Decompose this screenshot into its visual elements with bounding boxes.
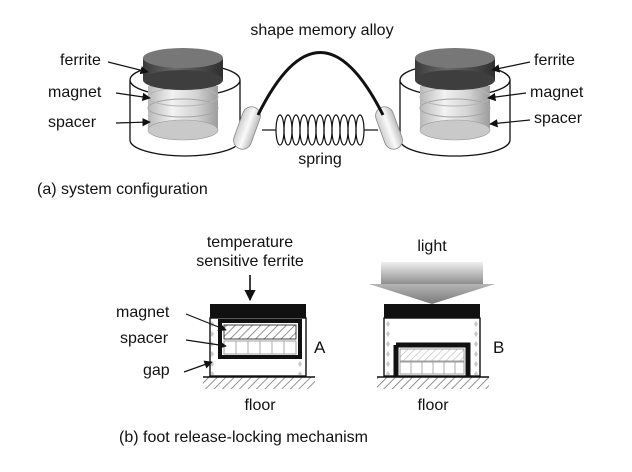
leader-lines-bottom-left (183, 313, 227, 373)
ferrite-label-right: ferrite (534, 52, 575, 69)
right-roller (375, 106, 403, 150)
caption-a: (a) system configuration (37, 181, 208, 198)
state-b-mechanism (377, 304, 489, 389)
right-foot-unit (375, 48, 511, 157)
light-arrow (369, 262, 495, 304)
leader-lines-top-right (487, 61, 531, 128)
light-label: light (417, 238, 447, 255)
state-a-label: A (314, 338, 326, 357)
magnet-label-left: magnet (48, 84, 102, 101)
left-foot-unit (129, 48, 261, 157)
shape-memory-alloy-wire (256, 51, 385, 116)
magnet-label-right: magnet (530, 84, 584, 101)
state-b-label: B (493, 338, 505, 357)
ferrite-label-left: ferrite (60, 52, 101, 69)
state-a-mechanism (203, 275, 315, 389)
leader-lines-top-left (107, 61, 151, 127)
magnet-label-bottom: magnet (116, 304, 170, 321)
spacer-label-left: spacer (48, 114, 97, 131)
floor-label-right: floor (417, 397, 449, 414)
left-roller (233, 106, 261, 150)
temperature-label-line2: sensitive ferrite (196, 253, 304, 270)
gap-label: gap (143, 362, 170, 379)
caption-b: (b) foot release-locking mechanism (119, 429, 368, 446)
shape-memory-alloy-label: shape memory alloy (250, 22, 394, 39)
spring (262, 114, 378, 146)
spring-label: spring (298, 151, 342, 168)
floor-label-left: floor (244, 397, 276, 414)
spacer-label-right: spacer (534, 110, 583, 127)
spacer-label-bottom: spacer (120, 330, 169, 347)
temperature-label-line1: temperature (206, 234, 294, 251)
